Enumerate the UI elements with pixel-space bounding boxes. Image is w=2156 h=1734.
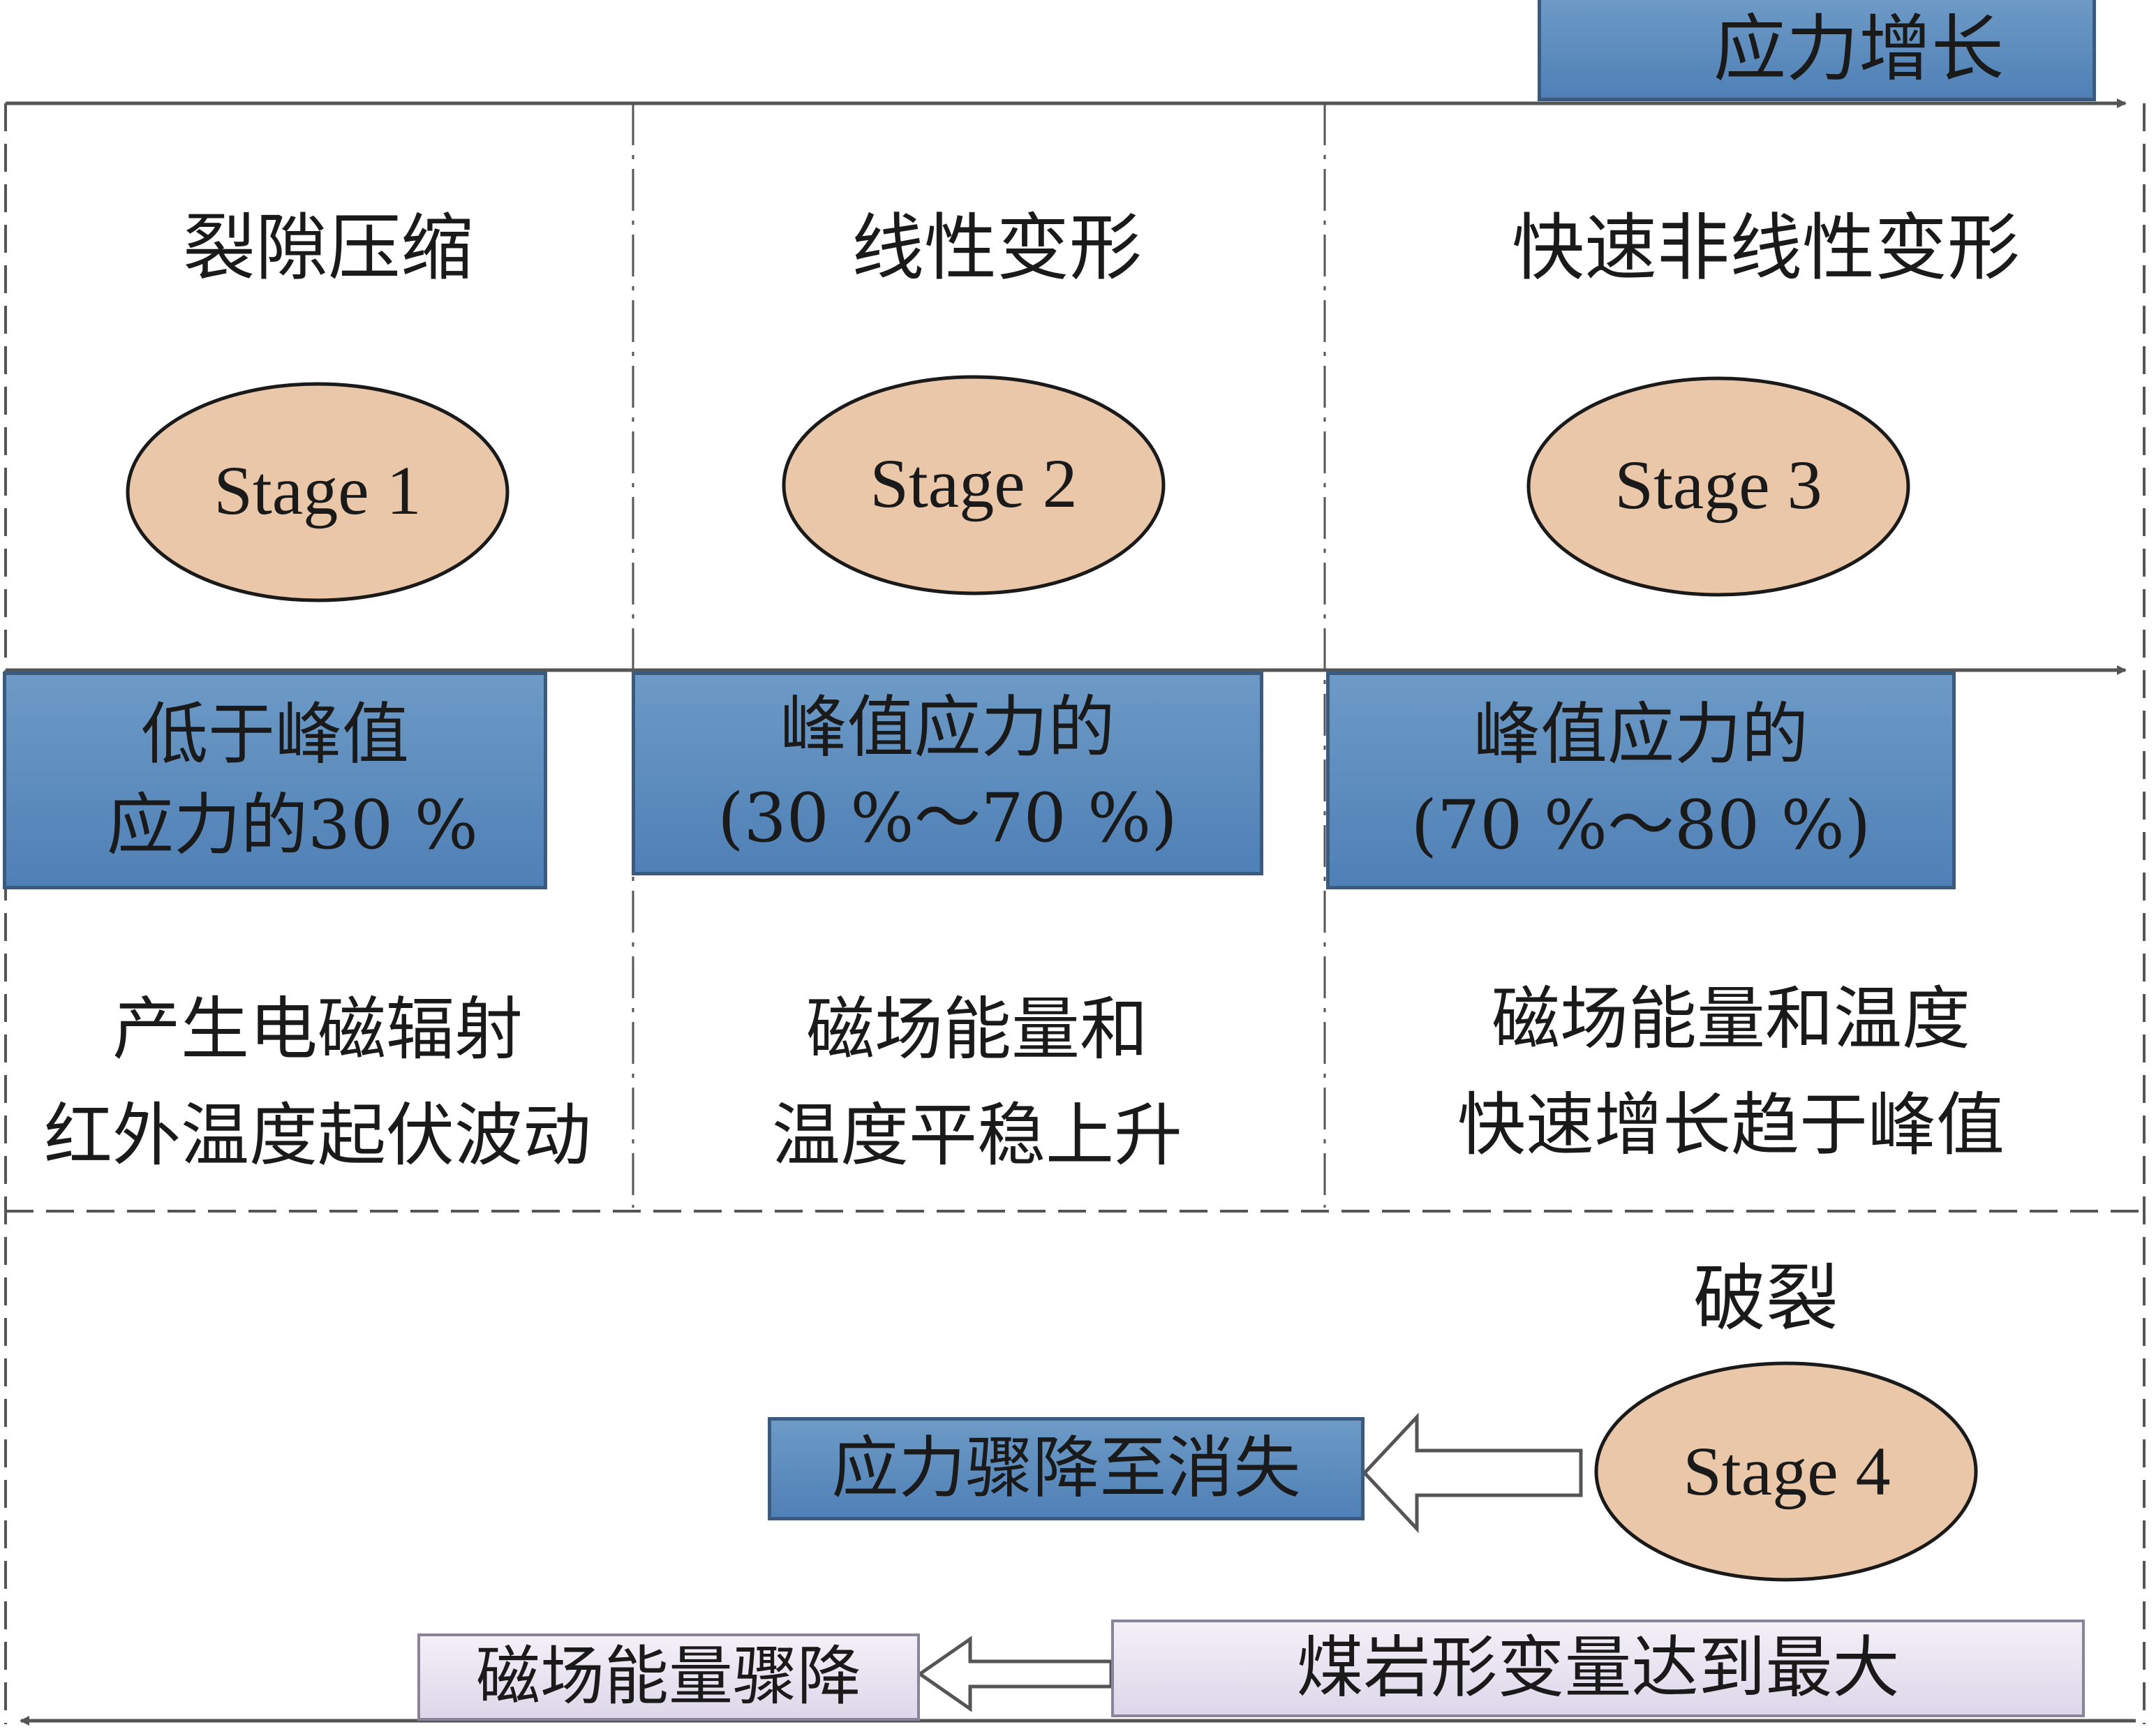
stage-2-condition-box: 峰值应力的 (30 %～70 %) [632,672,1263,875]
stress-growth-label: 应力增长 [1713,6,2004,91]
stage-3-condition-line-1: 峰值应力的 [1473,695,1808,774]
stage-4-title: 破裂 [1693,1256,1838,1341]
stage-1-condition-line-1: 低于峰值 [140,695,409,774]
deformation-label: 煤岩形变量达到最大 [1296,1629,1900,1707]
stress-growth-box: 应力增长 [1538,0,2096,101]
stage-2-description-line-2: 温度平稳上升 [771,1095,1182,1176]
magnetic-result-label: 磁场能量骤降 [475,1639,861,1714]
stage-2-condition-line-1: 峰值应力的 [780,688,1115,767]
stage-3-description-line-2: 快速增长趋于峰值 [1457,1085,2005,1165]
stage-3-condition-line-2: (70 %～80 %) [1411,786,1871,864]
magnetic-result-box: 磁场能量骤降 [417,1633,920,1721]
stage-2-description: 磁场能量和 温度平稳上升 [663,977,1291,1190]
stage-1-condition-line-2: 应力的30 % [107,786,478,864]
stage-2-ellipse [782,375,1166,595]
stage-1-condition-box: 低于峰值 应力的30 % [3,672,547,889]
stage-4-label: Stage 4 [1683,1432,1891,1510]
arrow-to-stress-result [1362,1412,1583,1534]
stage-2-title: 线性变形 [851,205,1142,290]
stage-4-ellipse [1594,1361,1978,1582]
stage-3-ellipse [1526,376,1910,597]
stage-1-description-line-1: 产生电磁辐射 [112,990,523,1069]
arrow-to-magnetic-result [916,1636,1113,1712]
stage-1-title: 裂隙压缩 [182,205,473,290]
stage-3-description-line-1: 磁场能量和温度 [1491,979,1970,1059]
stage-3-label: Stage 3 [1614,446,1822,524]
stage-2-condition-line-2: (30 %～70 %) [718,779,1177,857]
stress-result-label: 应力骤降至消失 [831,1429,1301,1508]
stage-2-label: Stage 2 [870,445,1078,522]
stage-1-label: Stage 1 [214,452,422,529]
stage-3-title: 快速非线性变形 [1511,205,2020,290]
deformation-box: 煤岩形变量达到最大 [1111,1620,2085,1717]
stage-1-ellipse [126,382,510,602]
stage-1-description: 产生电磁辐射 红外温度起伏波动 [7,977,628,1190]
stage-2-description-line-1: 磁场能量和 [805,990,1148,1069]
stress-result-box: 应力骤降至消失 [768,1417,1365,1520]
stage-3-condition-box: 峰值应力的 (70 %～80 %) [1326,672,1956,889]
stage-3-description: 磁场能量和温度 快速增长趋于峰值 [1368,967,2094,1179]
stage-1-description-line-2: 红外温度起伏波动 [43,1095,591,1176]
